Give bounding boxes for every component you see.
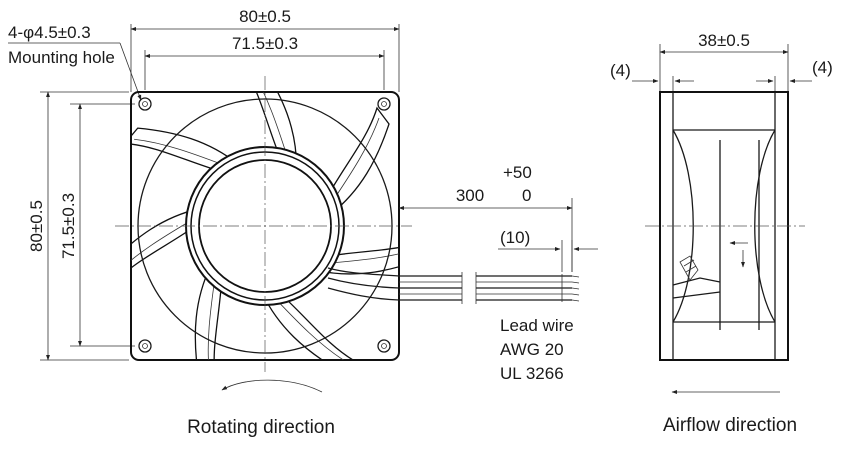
width-dimension-label: 80±0.5 (239, 7, 291, 26)
hole-pitch-vertical: 71.5±0.3 (59, 103, 135, 347)
lead-wire-line-3: UL 3266 (500, 364, 564, 383)
strip-length-label: (10) (500, 228, 530, 247)
lead-wire-spec: Lead wire AWG 20 UL 3266 (500, 316, 574, 383)
strip-length-dimension: (10) (498, 228, 598, 272)
lead-length-label: 300 (456, 186, 484, 205)
rotation-indicator: Rotating direction (187, 379, 335, 438)
mounting-holes (138, 97, 391, 353)
flange-left-label: (4) (610, 61, 631, 80)
flange-right-label: (4) (812, 58, 833, 77)
lead-length-dimension: 300 +50 0 (398, 163, 573, 272)
side-view: 38±0.5 (4) (4) (610, 31, 833, 436)
width-dimension: 80±0.5 (130, 7, 400, 92)
hole-pitch-vertical-label: 71.5±0.3 (59, 193, 78, 259)
lead-wire-line-2: AWG 20 (500, 340, 564, 359)
hole-name-label: Mounting hole (8, 48, 115, 67)
depth-dimension-label: 38±0.5 (698, 31, 750, 50)
rotation-caption: Rotating direction (187, 417, 335, 438)
fan-side-body (645, 91, 805, 361)
hole-pitch-horizontal-label: 71.5±0.3 (232, 34, 298, 53)
depth-dimension: 38±0.5 (659, 31, 789, 92)
front-view: 80±0.5 71.5±0.3 80±0.5 71.5±0.3 4-φ4.5±0… (8, 7, 598, 438)
height-dimension: 80±0.5 (27, 91, 129, 361)
hole-pitch-horizontal: 71.5±0.3 (144, 34, 385, 90)
airflow-indicator: Airflow direction (663, 390, 797, 436)
flange-dimensions: (4) (4) (610, 58, 833, 92)
height-dimension-label: 80±0.5 (27, 200, 46, 252)
hole-spec-label: 4-φ4.5±0.3 (8, 23, 91, 42)
fan-frame (130, 91, 400, 361)
lead-wire-bundle (327, 267, 580, 304)
lead-tol-upper: +50 (503, 163, 532, 182)
lead-wire-line-1: Lead wire (500, 316, 574, 335)
mounting-hole-callout: 4-φ4.5±0.3 Mounting hole (8, 23, 142, 101)
airflow-caption: Airflow direction (663, 415, 797, 436)
lead-tol-lower: 0 (522, 186, 531, 205)
